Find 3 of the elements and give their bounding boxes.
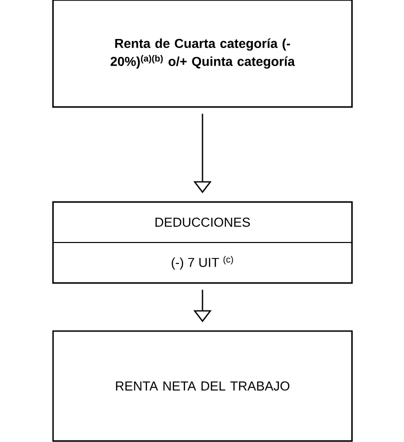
text-box: RENTA NETA DEL TRABAJO bbox=[52, 330, 353, 442]
text-box: Renta de Cuarta categoría (- 20%)$^{(a)(b)}$ o/+ Quinta categoría bbox=[52, 0, 353, 108]
divided-box: DEDUCCIONES (-) 7 UIT $^{(c)}$ bbox=[52, 201, 353, 284]
